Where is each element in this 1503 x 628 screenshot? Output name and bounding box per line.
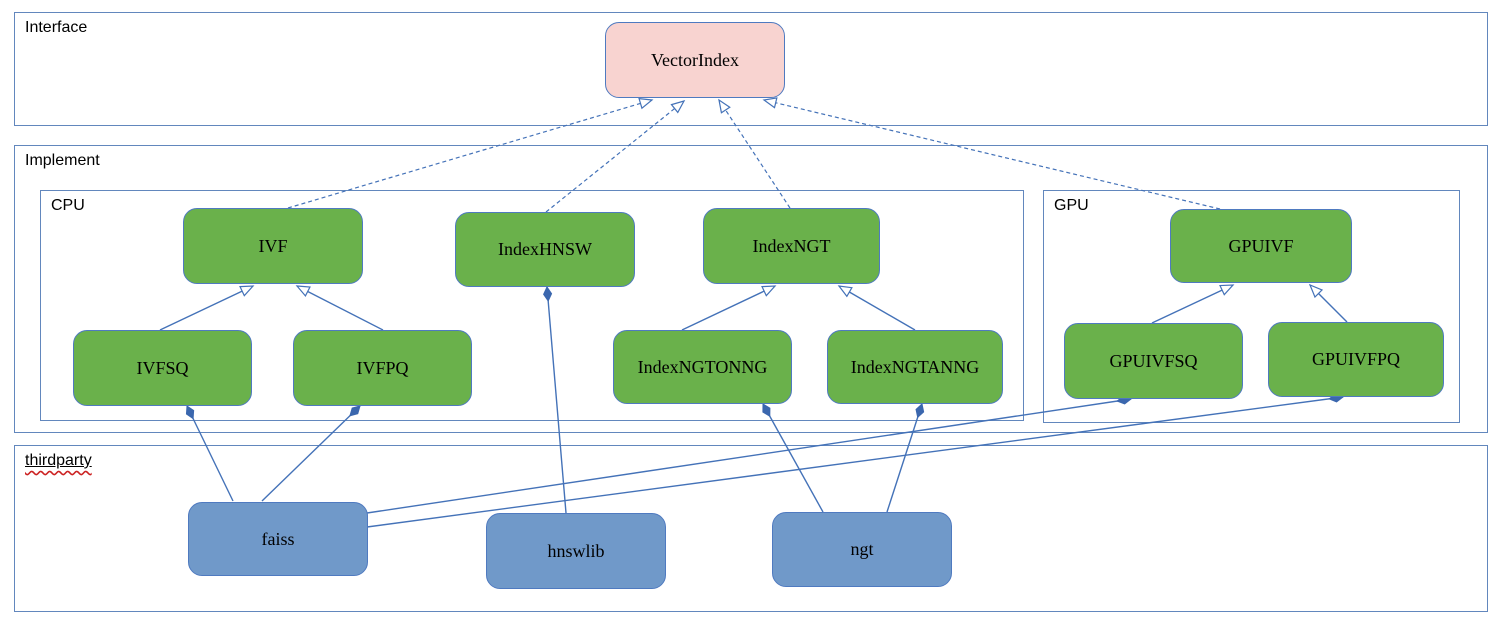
section-thirdparty-label: thirdparty [25, 452, 92, 470]
section-cpu: CPU [40, 190, 1024, 421]
spellcheck-underline: thirdparty [25, 452, 92, 469]
section-interface-label: Interface [25, 19, 88, 36]
section-gpu: GPU [1043, 190, 1460, 423]
section-interface: Interface [14, 12, 1488, 126]
section-thirdparty: thirdparty [14, 445, 1488, 612]
section-implement-label: Implement [25, 152, 100, 169]
section-cpu-label: CPU [51, 197, 85, 214]
section-gpu-label: GPU [1054, 197, 1089, 214]
